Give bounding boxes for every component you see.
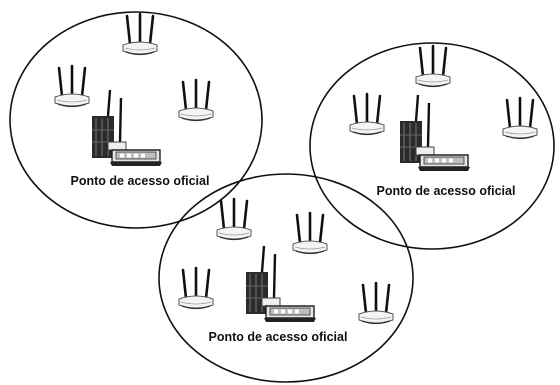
wireless-access-point-icon xyxy=(53,64,91,108)
router-icon xyxy=(398,93,472,173)
cell-label: Ponto de acesso oficial xyxy=(71,174,210,188)
wireless-access-point-icon xyxy=(291,211,329,255)
wireless-access-point-icon xyxy=(177,78,215,122)
wireless-access-point-icon xyxy=(121,12,159,56)
coverage-cell: Ponto de acesso oficial xyxy=(309,42,555,250)
wireless-access-point-icon xyxy=(501,96,539,140)
coverage-area-ellipse xyxy=(9,11,263,229)
wireless-access-point-icon xyxy=(177,266,215,310)
coverage-area-ellipse xyxy=(158,173,414,383)
coverage-area-ellipse xyxy=(309,42,555,250)
router-icon xyxy=(244,244,318,324)
cell-label: Ponto de acesso oficial xyxy=(377,184,516,198)
cell-label: Ponto de acesso oficial xyxy=(209,330,348,344)
wireless-access-point-icon xyxy=(348,92,386,136)
wireless-access-point-icon xyxy=(357,281,395,325)
coverage-cell: Ponto de acesso oficial xyxy=(9,11,263,229)
wireless-access-point-icon xyxy=(414,44,452,88)
coverage-cell: Ponto de acesso oficial xyxy=(158,173,414,383)
router-icon xyxy=(90,88,164,168)
wireless-access-point-icon xyxy=(215,197,253,241)
